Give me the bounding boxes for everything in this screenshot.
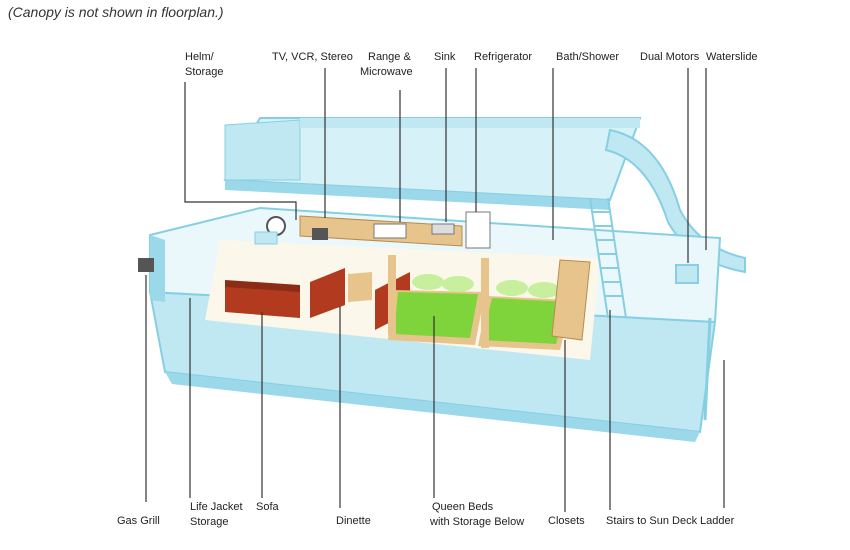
label-stairs: Stairs to Sun Deck [606, 515, 698, 527]
sink-icon [431, 223, 455, 235]
label-closets: Closets [548, 515, 585, 527]
tv-icon [312, 228, 328, 240]
sun-deck [223, 117, 642, 210]
label-bath: Bath/Shower [556, 51, 619, 63]
label-fridge: Refrigerator [474, 51, 532, 63]
stairs [589, 197, 627, 319]
ladder [703, 317, 712, 421]
label-range: Range & Microwave [360, 51, 414, 78]
sofa [225, 280, 300, 318]
label-grill: Gas Grill [117, 515, 160, 527]
galley-counter [299, 211, 491, 249]
helm [254, 216, 286, 245]
canopy-note: (Canopy is not shown in floorplan.) [8, 4, 224, 20]
label-motors: Dual Motors [640, 51, 700, 63]
label-lifejacket: Life Jacket Storage [190, 501, 246, 528]
queen-beds [388, 255, 572, 350]
label-helm: Helm/ Storage [185, 51, 224, 78]
label-ladder: Ladder [700, 515, 735, 527]
leader-lines [145, 68, 725, 512]
closets [551, 259, 591, 341]
label-sofa: Sofa [256, 501, 280, 513]
label-dinette: Dinette [336, 515, 371, 527]
refrigerator-icon [465, 211, 491, 249]
label-slide: Waterslide [706, 51, 758, 63]
label-beds: Queen Beds with Storage Below [429, 501, 524, 528]
label-tv: TV, VCR, Stereo [272, 51, 353, 63]
label-sink: Sink [434, 51, 456, 63]
waterslide [604, 128, 746, 274]
gas-grill [138, 258, 154, 272]
range-icon [373, 223, 407, 239]
dual-motors [675, 264, 699, 284]
